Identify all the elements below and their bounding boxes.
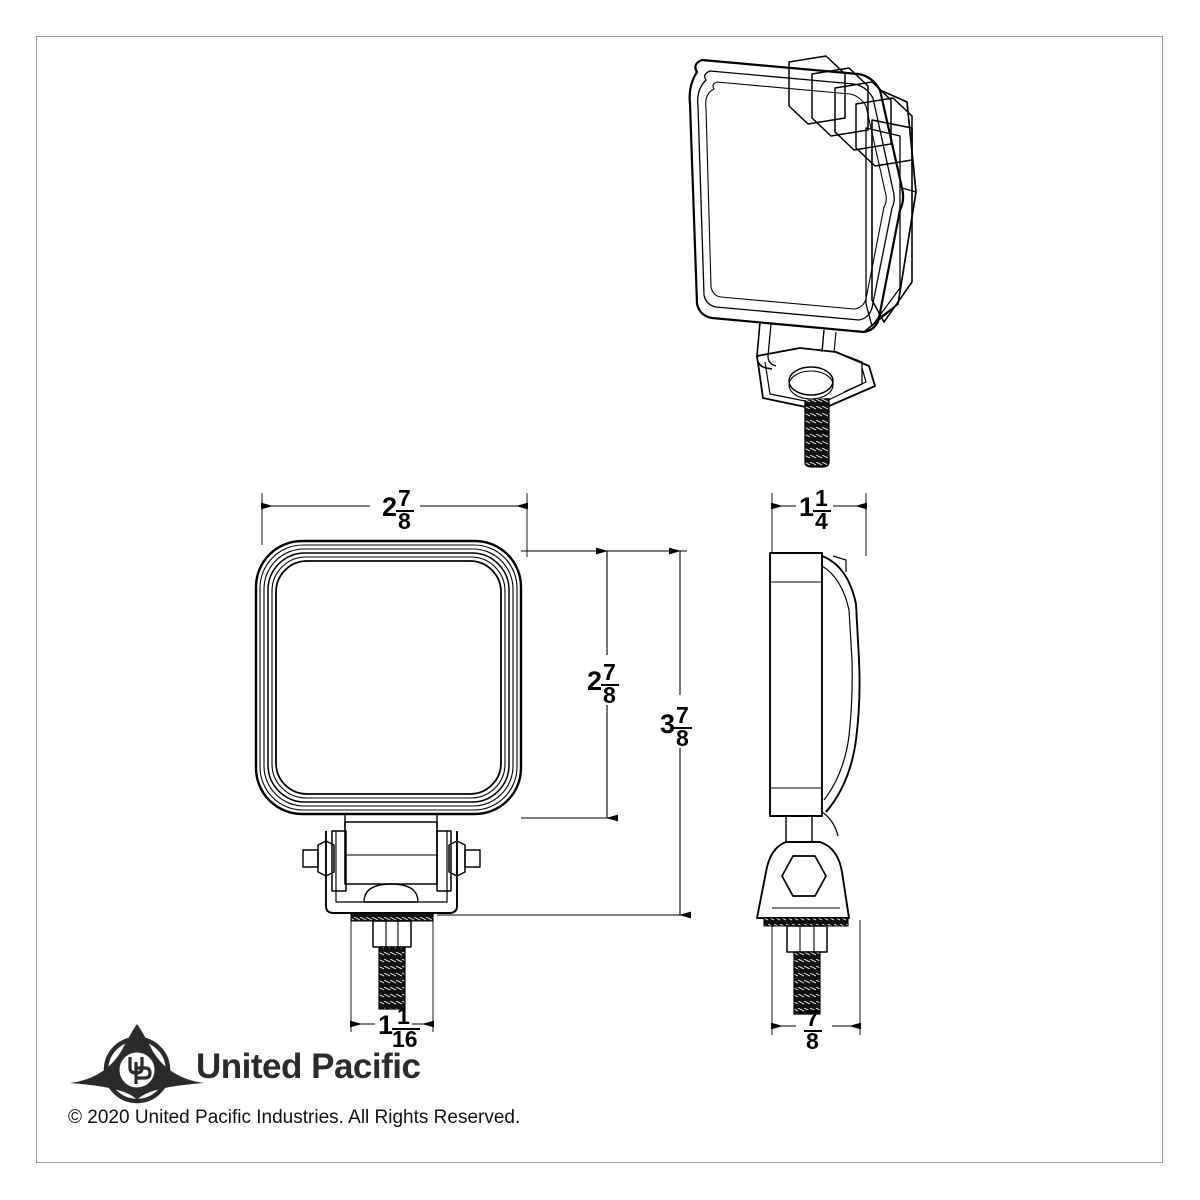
dim-side-depth: 1 1 4	[799, 485, 831, 534]
dim-lamp-height: 2 7 8	[587, 659, 619, 708]
svg-text:16: 16	[392, 1026, 418, 1052]
united-pacific-logo	[70, 1024, 204, 1104]
svg-text:7: 7	[398, 485, 411, 511]
svg-text:7: 7	[806, 1005, 819, 1031]
svg-text:8: 8	[676, 725, 689, 751]
svg-text:1: 1	[799, 492, 814, 522]
svg-text:4: 4	[815, 508, 828, 534]
svg-text:2: 2	[587, 666, 602, 696]
logo-monogram	[128, 1057, 152, 1084]
dimension-labels: 2 7 8 2 7 8 3 7 8 1 1 16	[378, 485, 831, 1054]
dim-side-base-width: 7 8	[804, 1005, 822, 1054]
svg-text:2: 2	[382, 492, 397, 522]
svg-text:8: 8	[806, 1028, 819, 1054]
dimension-lines	[261, 493, 867, 1035]
svg-text:1: 1	[397, 1003, 410, 1029]
front-view	[254, 539, 523, 1010]
isometric-view	[688, 55, 917, 468]
svg-text:1: 1	[378, 1010, 393, 1040]
dim-bracket-width: 1 1 16	[378, 1003, 420, 1052]
svg-text:1: 1	[815, 485, 828, 511]
sheet-border	[36, 36, 1163, 1163]
svg-text:8: 8	[603, 682, 616, 708]
brand-name: United Pacific	[196, 1047, 421, 1086]
dim-front-width: 2 7 8	[382, 485, 414, 534]
svg-text:8: 8	[398, 508, 411, 534]
dim-overall-height: 3 7 8	[660, 702, 692, 751]
side-view	[756, 552, 861, 1015]
svg-text:7: 7	[603, 659, 616, 685]
copyright-notice: © 2020 United Pacific Industries. All Ri…	[68, 1107, 521, 1128]
svg-text:7: 7	[676, 702, 689, 728]
svg-text:3: 3	[660, 709, 675, 739]
